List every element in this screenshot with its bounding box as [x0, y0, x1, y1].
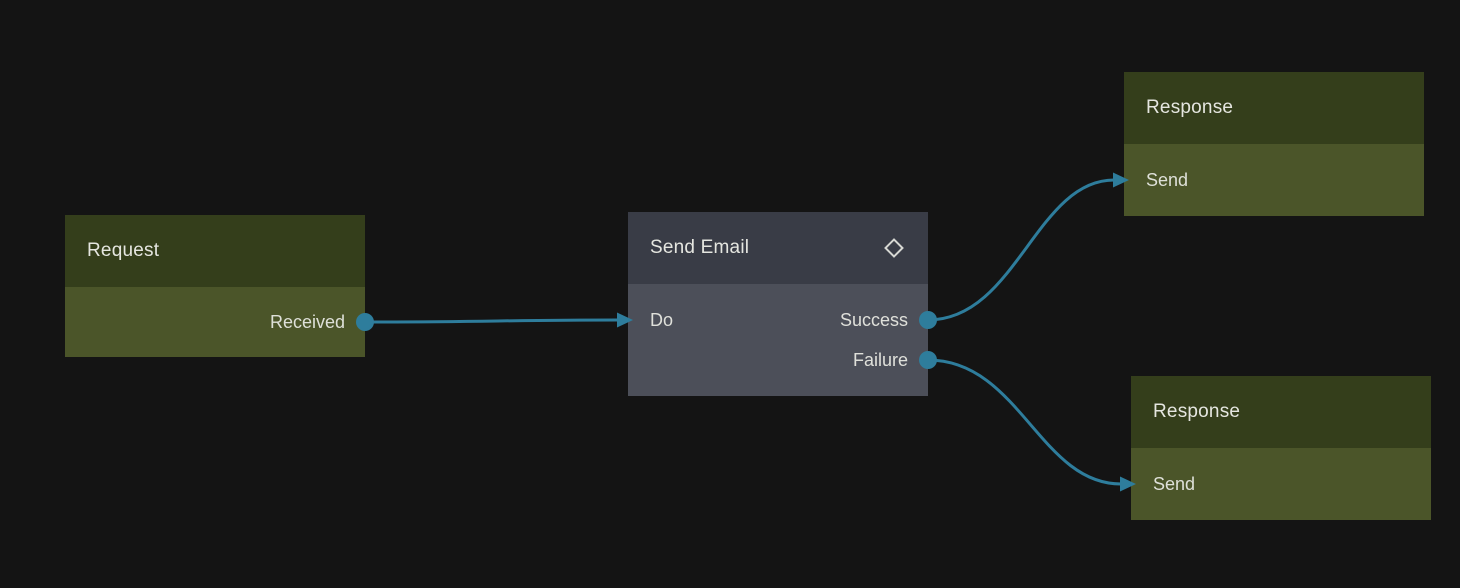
edge-send_email-success-to-response_top-send[interactable]: [919, 172, 1129, 330]
output-port-label-received: Received: [269, 311, 345, 332]
port-row: Send: [1124, 160, 1424, 200]
port-row: Failure: [628, 340, 928, 380]
node-response-top[interactable]: Response Send: [1124, 72, 1424, 216]
node-response-top-body: Send: [1124, 144, 1424, 216]
node-title: Response: [1153, 401, 1241, 422]
output-port-label-success: Success: [839, 309, 908, 330]
node-title: Send Email: [650, 237, 750, 258]
port-row: Received: [65, 302, 365, 342]
node-response-bottom-body: Send: [1131, 448, 1431, 520]
edge-line[interactable]: [927, 358, 1122, 486]
node-title: Request: [87, 240, 160, 261]
edge-line[interactable]: [364, 318, 619, 324]
edge-request-received-to-send_email-do[interactable]: [356, 312, 633, 332]
node-response-bottom[interactable]: Response Send: [1131, 376, 1431, 520]
input-port-label-do: Do: [650, 309, 674, 330]
output-port-label-failure: Failure: [852, 349, 908, 370]
node-title: Response: [1146, 97, 1234, 118]
node-send-email-body: Do Success Failure: [628, 284, 928, 396]
node-response-bottom-header: Response: [1131, 376, 1431, 448]
node-request-body: Received: [65, 287, 365, 357]
node-request-header: Request: [65, 215, 365, 287]
input-port-label-send: Send: [1153, 473, 1196, 494]
edge-line[interactable]: [927, 178, 1115, 322]
edge-send_email-failure-to-response_bottom-send[interactable]: [919, 351, 1136, 492]
diamond-icon: [884, 238, 904, 258]
node-request[interactable]: Request Received: [65, 215, 365, 357]
input-port-label-send: Send: [1146, 169, 1189, 190]
node-send-email[interactable]: Send Email Do Success Failure: [628, 212, 928, 396]
port-row: Send: [1131, 464, 1431, 504]
node-send-email-header: Send Email: [628, 212, 928, 284]
node-response-top-header: Response: [1124, 72, 1424, 144]
port-row: Do Success: [628, 300, 928, 340]
